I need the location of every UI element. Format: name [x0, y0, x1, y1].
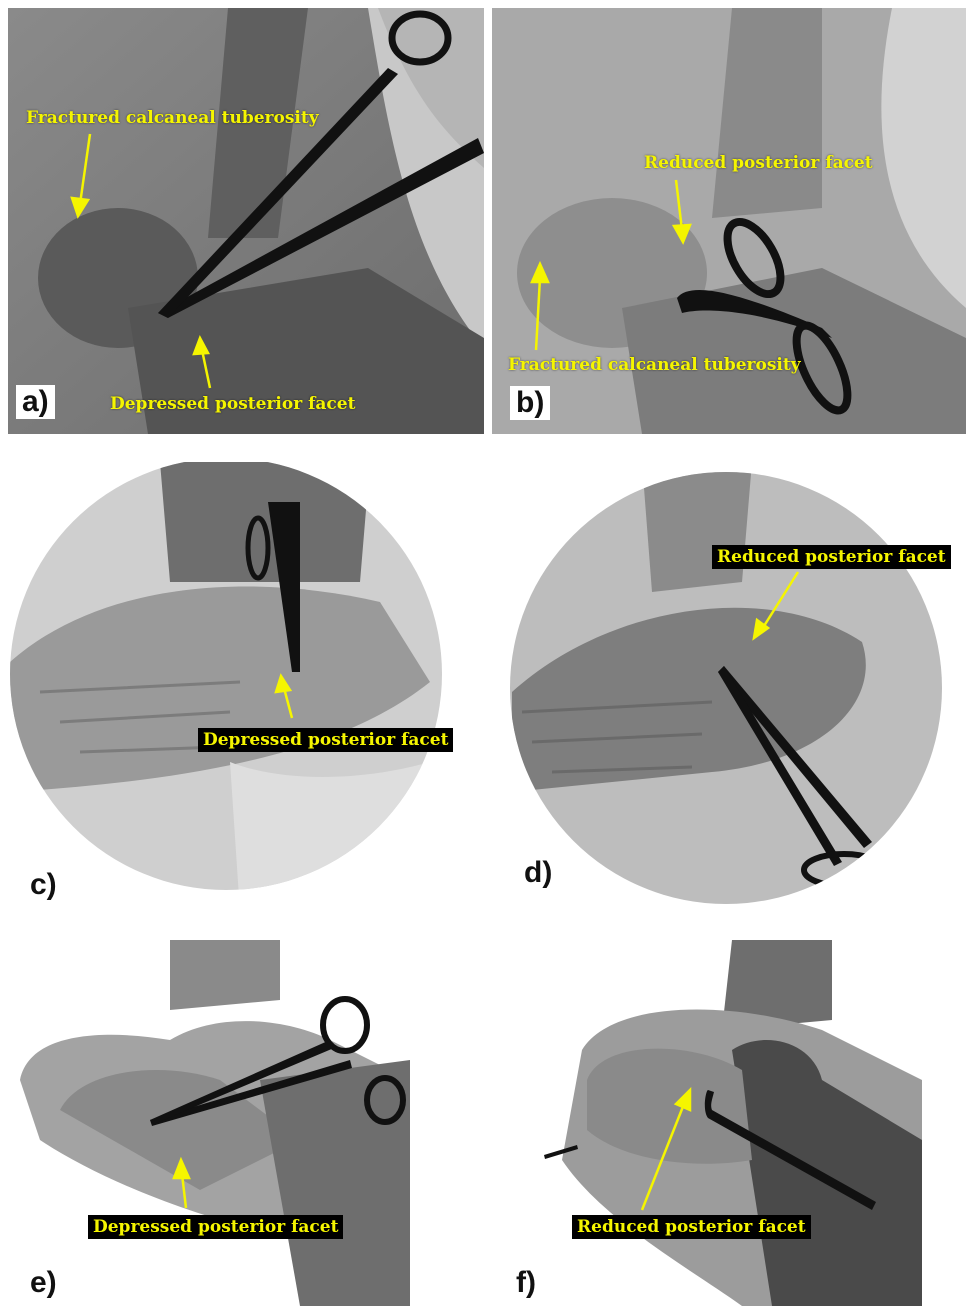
xray-image-e [0, 940, 410, 1306]
panel-letter-c: c) [30, 868, 57, 901]
panel-letter-d: d) [524, 856, 553, 889]
xray-panel-b: Reduced posterior facet Fractured calcan… [492, 8, 966, 434]
label-fractured-calcaneal-tuberosity: Fractured calcaneal tuberosity [26, 108, 319, 128]
label-reduced-posterior-facet: Reduced posterior facet [644, 153, 873, 173]
xray-image-c [10, 462, 442, 890]
panel-letter-a: a) [16, 385, 55, 419]
label-reduced-posterior-facet: Reduced posterior facet [572, 1215, 811, 1239]
xray-image-a [8, 8, 484, 434]
panel-letter-f: f) [516, 1266, 536, 1299]
xray-panel-e: Depressed posterior facet e) [0, 940, 410, 1306]
xray-panel-a: Fractured calcaneal tuberosity Depressed… [8, 8, 484, 434]
label-fractured-calcaneal-tuberosity: Fractured calcaneal tuberosity [508, 355, 801, 375]
label-depressed-posterior-facet: Depressed posterior facet [88, 1215, 344, 1239]
label-depressed-posterior-facet: Depressed posterior facet [198, 728, 454, 752]
label-depressed-posterior-facet: Depressed posterior facet [110, 394, 356, 414]
xray-panel-c: Depressed posterior facet c) [0, 462, 486, 912]
panel-letter-e: e) [30, 1266, 57, 1299]
xray-image-b [492, 8, 966, 434]
label-reduced-posterior-facet: Reduced posterior facet [712, 545, 951, 569]
xray-image-d [510, 472, 942, 904]
xray-panel-f: Reduced posterior facet f) [492, 940, 966, 1306]
xray-panel-d: Reduced posterior facet d) [492, 462, 966, 912]
xray-image-f [492, 940, 966, 1306]
panel-letter-b: b) [510, 386, 551, 420]
